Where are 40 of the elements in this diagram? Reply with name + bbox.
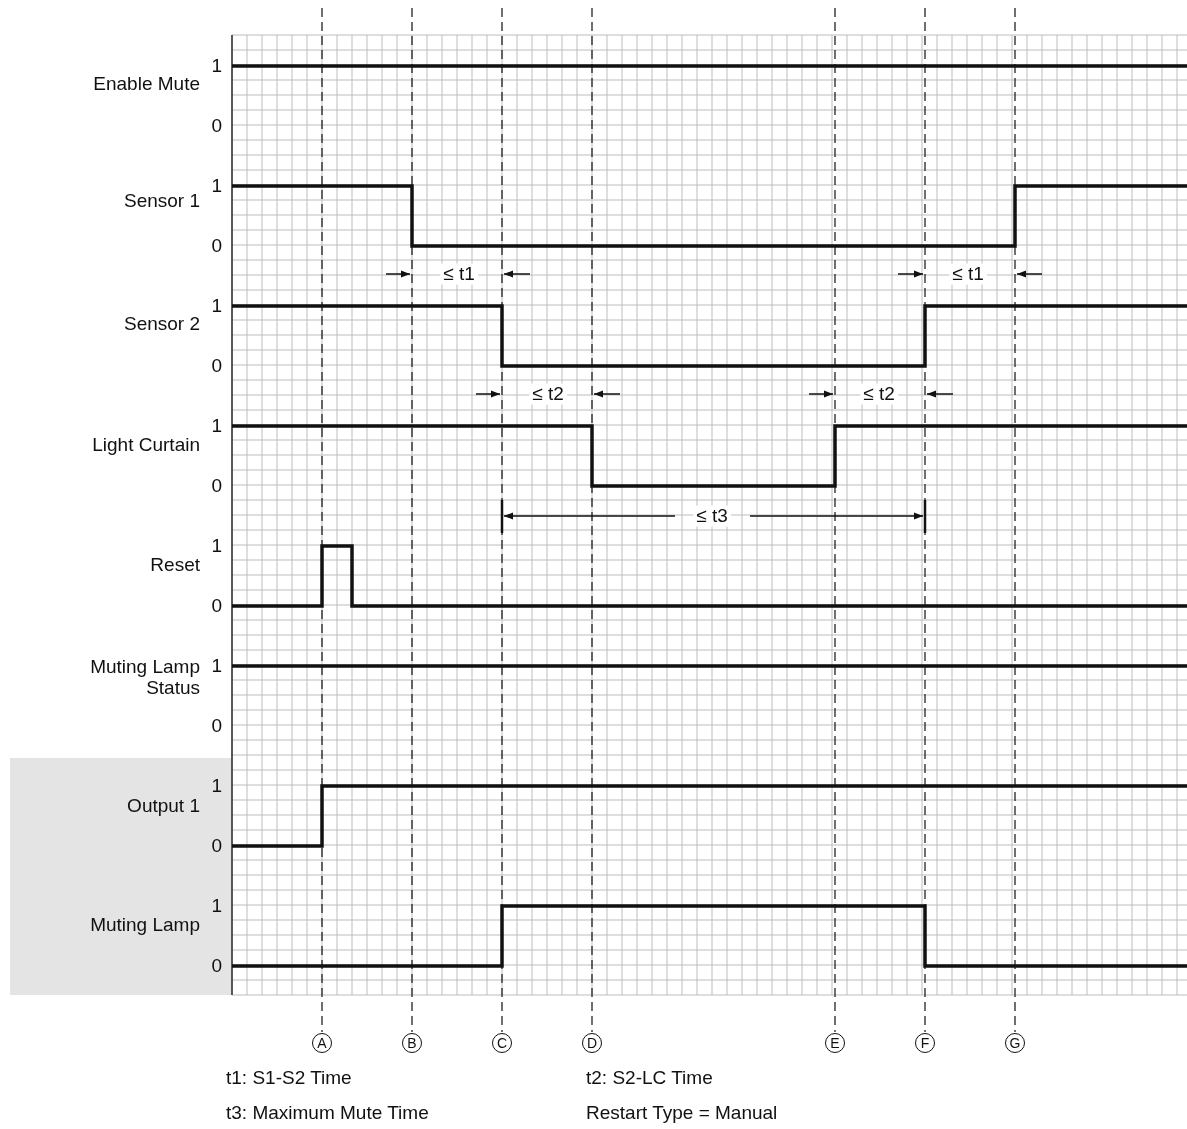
signal-name: Light Curtain <box>92 434 200 456</box>
time-limit-label: ≤ t3 <box>693 505 731 527</box>
level-label: 0 <box>211 475 222 497</box>
event-marker: A <box>312 1033 332 1053</box>
level-label: 1 <box>211 415 222 437</box>
level-label: 1 <box>211 175 222 197</box>
level-label: 0 <box>211 355 222 377</box>
event-marker: B <box>402 1033 422 1053</box>
event-marker: D <box>582 1033 602 1053</box>
time-limit-label: ≤ t1 <box>440 263 478 285</box>
event-marker: F <box>915 1033 935 1053</box>
note: t3: Maximum Mute Time <box>226 1102 429 1124</box>
note: t1: S1-S2 Time <box>226 1067 352 1089</box>
level-label: 0 <box>211 715 222 737</box>
level-label: 1 <box>211 295 222 317</box>
time-limit-label: ≤ t2 <box>860 383 898 405</box>
signal-name: Muting Lamp Status <box>89 657 200 699</box>
level-label: 0 <box>211 835 222 857</box>
signal-name: Enable Mute <box>93 73 200 95</box>
signal-name: Reset <box>150 554 200 576</box>
signal-name: Sensor 1 <box>123 190 200 212</box>
time-limit-label: ≤ t2 <box>529 383 567 405</box>
level-label: 0 <box>211 595 222 617</box>
event-marker: G <box>1005 1033 1025 1053</box>
event-marker: C <box>492 1033 512 1053</box>
note: Restart Type = Manual <box>586 1102 778 1124</box>
level-label: 1 <box>211 655 222 677</box>
time-limit-label: ≤ t1 <box>949 263 987 285</box>
level-label: 1 <box>211 55 222 77</box>
signal-name: Muting Lamp <box>90 914 200 936</box>
signal-name: Sensor 2 <box>123 313 200 335</box>
level-label: 1 <box>211 895 222 917</box>
event-marker: E <box>825 1033 845 1053</box>
level-label: 0 <box>211 235 222 257</box>
level-label: 1 <box>211 535 222 557</box>
level-label: 0 <box>211 115 222 137</box>
signal-name: Output 1 <box>127 795 200 817</box>
note: t2: S2-LC Time <box>586 1067 713 1089</box>
level-label: 1 <box>211 775 222 797</box>
level-label: 0 <box>211 955 222 977</box>
